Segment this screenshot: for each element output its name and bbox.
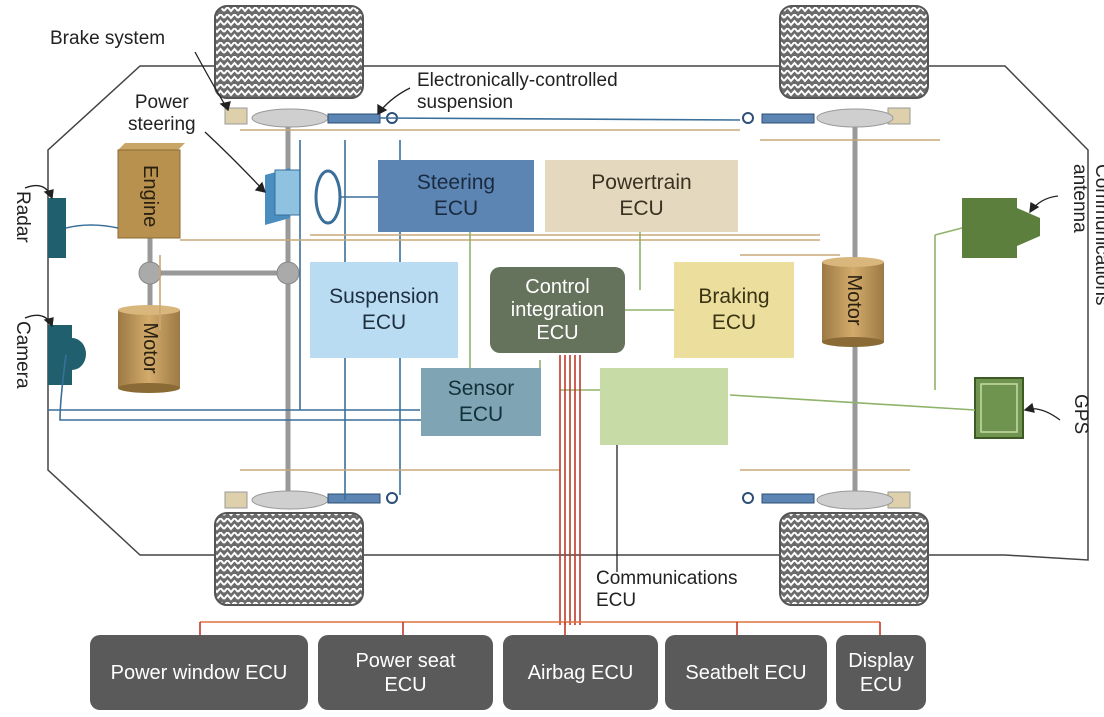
communications-ecu-label: Communications ECU: [596, 568, 738, 611]
suspension-ecu: Suspension ECU: [310, 262, 458, 358]
integration-bus-lines: [199, 355, 881, 635]
wiring-harness: [48, 117, 976, 500]
motor-left-cylinder: [118, 305, 180, 393]
display-ecu: Display ECU: [836, 635, 926, 710]
airbag-ecu: Airbag ECU: [503, 635, 658, 710]
tire-rear-left: [214, 512, 364, 606]
power-steering-unit: [265, 168, 301, 225]
camera-device: [48, 325, 86, 385]
tire-rear-right: [779, 512, 929, 606]
annotation-arrows: [24, 51, 1061, 572]
tire-front-left: [214, 5, 364, 99]
suspension-actuators: [327, 112, 815, 504]
communications-antenna-device: [962, 198, 1040, 258]
gps-device: [974, 377, 1024, 439]
communications-ecu-box: [600, 368, 728, 445]
electronic-suspension-label: Electronically-controlled suspension: [417, 70, 618, 113]
braking-ecu: Braking ECU: [674, 262, 794, 358]
seatbelt-ecu: Seatbelt ECU: [665, 635, 827, 710]
control-integration-ecu: Control integration ECU: [490, 267, 625, 353]
joint-right: [276, 261, 300, 285]
steering-ecu: Steering ECU: [378, 160, 534, 232]
communications-antenna-label: Communications antenna: [1069, 164, 1104, 306]
power-seat-ecu: Power seat ECU: [318, 635, 493, 710]
brake-system-label: Brake system: [50, 28, 166, 49]
radar-device: [48, 198, 66, 258]
power-steering-label: Power steering: [128, 92, 196, 135]
powertrain-ecu: Powertrain ECU: [545, 160, 738, 232]
radar-label: Radar: [12, 191, 33, 243]
motor-left-label: Motor: [139, 322, 161, 374]
engine-label: Engine: [139, 165, 161, 228]
motor-right-label: Motor: [843, 274, 865, 326]
motor-right-cylinder: [822, 257, 884, 347]
gps-label: GPS: [1070, 394, 1091, 435]
camera-label: Camera: [12, 321, 33, 389]
tire-front-right: [779, 5, 929, 99]
sensor-ecu: Sensor ECU: [421, 368, 541, 436]
joint-left: [138, 261, 162, 285]
steering-wheel-icon: [314, 169, 342, 225]
brake-units: [224, 107, 911, 510]
engine-block: [117, 143, 185, 239]
power-window-ecu: Power window ECU: [90, 635, 308, 710]
